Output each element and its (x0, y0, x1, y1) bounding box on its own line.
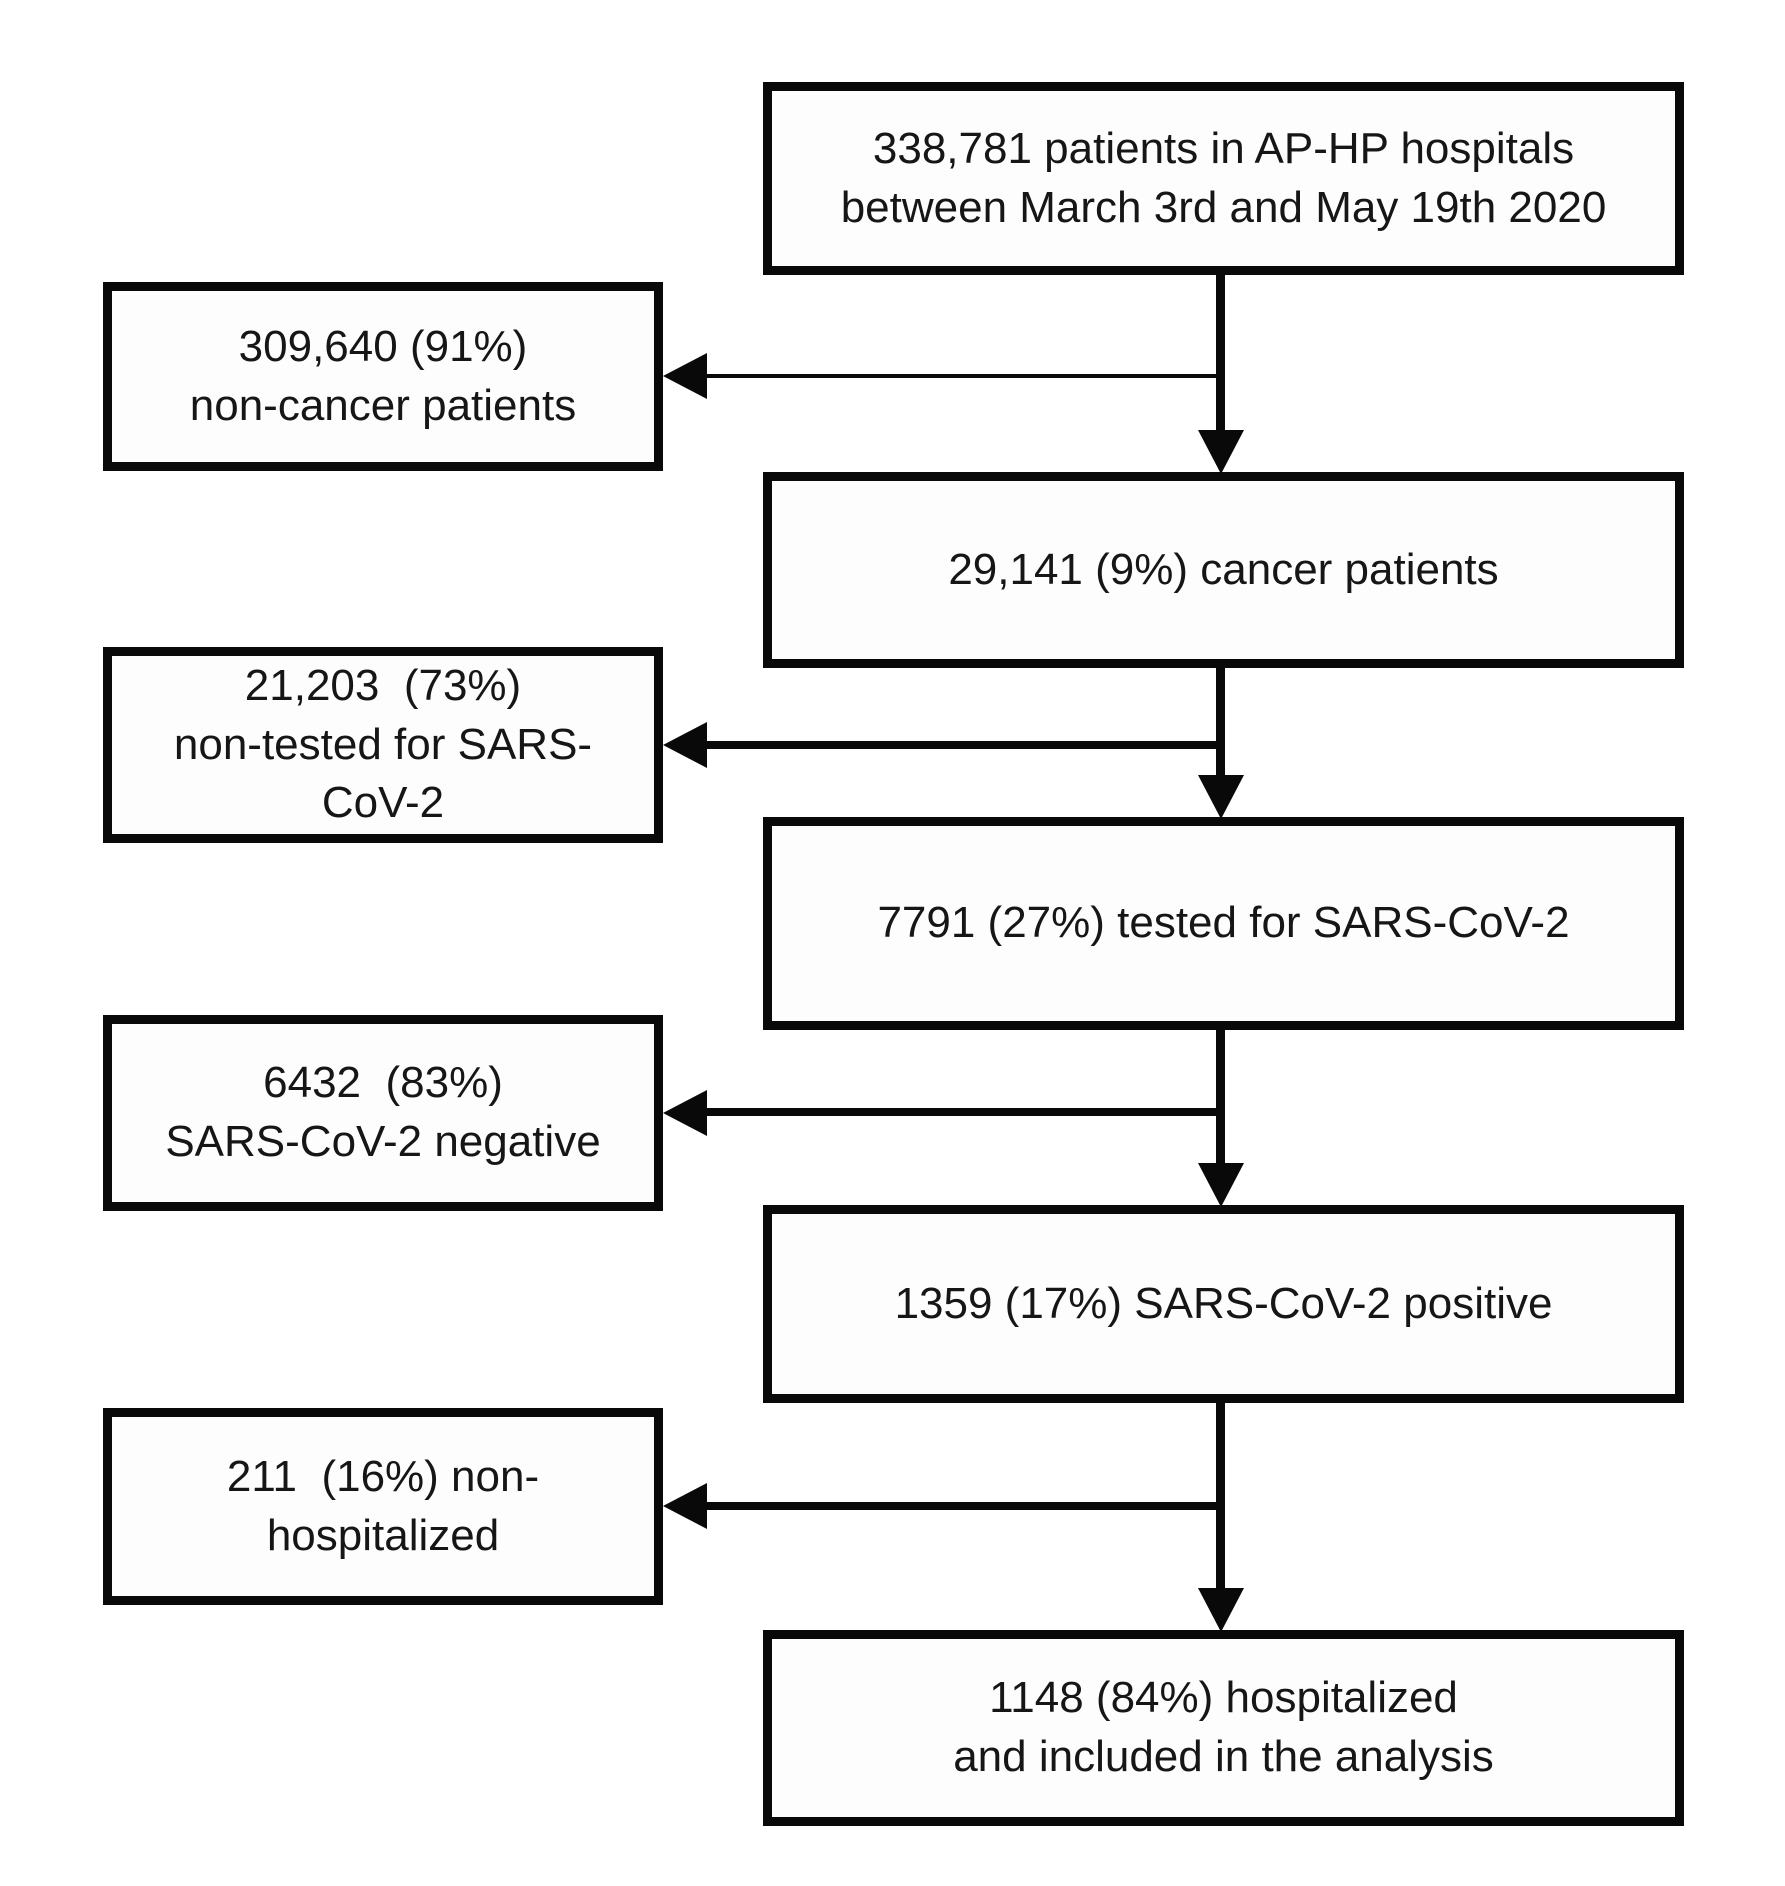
node-text-line: non-cancer patients (189, 380, 577, 430)
node-text-line: between March 3rd and May 19th 2020 (840, 182, 1607, 232)
branch-line-non-hospitalized (700, 1502, 1225, 1510)
node-sars-positive: 1359 (17%) SARS-CoV-2 positive (763, 1205, 1684, 1403)
node-total-patients: 338,781 patients in AP-HP hospitals betw… (763, 82, 1684, 275)
node-text-line: 7791 (27%) tested for SARS-CoV-2 (877, 898, 1570, 948)
trunk-segment-positive-to-hospitalized (1216, 1399, 1225, 1591)
arrowhead-down-tested (1198, 775, 1244, 819)
node-text-line: 21,203 (73%) (244, 661, 522, 711)
node-sars-negative: 6432 (83%) SARS-CoV-2 negative (103, 1015, 663, 1211)
trunk-segment-total-to-cancer (1216, 272, 1225, 437)
node-tested: 7791 (27%) tested for SARS-CoV-2 (763, 817, 1684, 1030)
node-text-line: 309,640 (91%) (238, 321, 528, 371)
arrowhead-left-non-tested (663, 722, 707, 768)
branch-line-non-cancer (700, 374, 1225, 378)
branch-line-non-tested (700, 741, 1225, 749)
node-text-line: 6432 (83%) (263, 1058, 503, 1108)
node-text-line: 211 (16%) non- (226, 1451, 540, 1501)
node-cancer-patients: 29,141 (9%) cancer patients (763, 472, 1684, 668)
node-text-line: non-tested for SARS- (173, 719, 593, 769)
node-text-line: and included in the analysis (953, 1732, 1494, 1781)
node-non-tested: 21,203 (73%) non-tested for SARS- CoV-2 (103, 647, 663, 843)
arrowhead-left-non-hospitalized (663, 1483, 707, 1529)
arrowhead-down-hospitalized (1198, 1588, 1244, 1632)
branch-line-negative (700, 1108, 1225, 1116)
arrowhead-left-non-cancer (663, 353, 707, 399)
trunk-segment-tested-to-positive (1216, 1026, 1225, 1168)
node-text-line: 338,781 patients in AP-HP hospitals (872, 123, 1575, 173)
node-text-line: 1148 (84%) hospitalized (989, 1673, 1458, 1723)
node-text-line: SARS-CoV-2 negative (165, 1117, 601, 1166)
arrowhead-down-positive (1198, 1163, 1244, 1207)
node-text-line: 29,141 (9%) cancer patients (948, 544, 1499, 594)
trunk-segment-cancer-to-tested (1216, 664, 1225, 782)
arrowhead-left-negative (663, 1090, 707, 1136)
node-text-line: 1359 (17%) SARS-CoV-2 positive (894, 1278, 1553, 1328)
node-text-line: hospitalized (266, 1510, 500, 1560)
node-hospitalized-included: 1148 (84%) hospitalized and included in … (763, 1630, 1684, 1826)
node-text-line: CoV-2 (321, 778, 445, 828)
node-non-cancer-patients: 309,640 (91%) non-cancer patients (103, 282, 663, 471)
node-non-hospitalized: 211 (16%) non- hospitalized (103, 1408, 663, 1605)
arrowhead-down-cancer (1198, 430, 1244, 474)
